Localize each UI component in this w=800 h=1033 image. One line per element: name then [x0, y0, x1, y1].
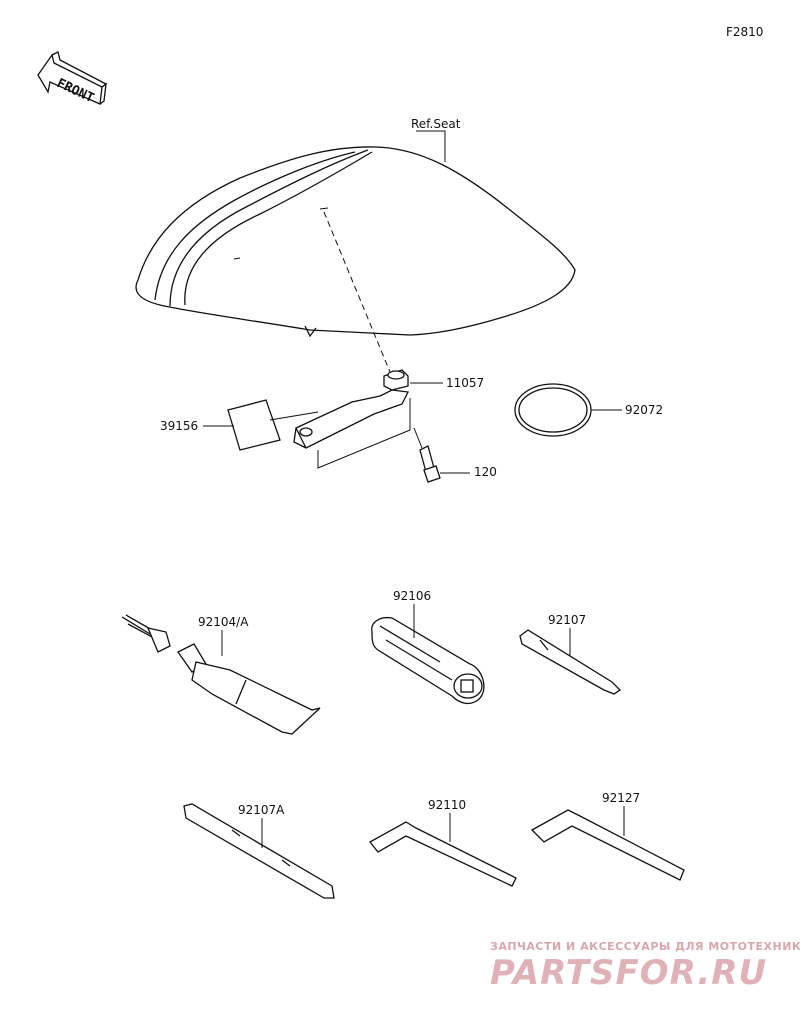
part-11057-label: 11057: [446, 376, 484, 390]
hex-key-small-part: [369, 821, 517, 887]
part-92127-label: 92127: [602, 791, 640, 805]
screwdriver-part: [519, 629, 622, 695]
seat-drawing: [135, 146, 576, 338]
screwdriver-a-part: [183, 803, 335, 899]
label-sticker-part: [227, 399, 281, 451]
part-92110-label: 92110: [428, 798, 466, 812]
repair-kit-part: [121, 614, 321, 735]
front-arrow-icon: FRONT: [37, 51, 108, 106]
bracket-part: [293, 369, 409, 449]
part-92104-label: 92104/A: [198, 615, 249, 629]
o-ring-part: [514, 383, 592, 437]
part-92106-label: 92106: [393, 589, 431, 603]
part-39156-label: 39156: [160, 419, 198, 433]
watermark-tagline: ЗАПЧАСТИ И АКСЕССУАРЫ ДЛЯ МОТОТЕХНИКИ: [490, 940, 800, 953]
hex-key-large-part: [530, 809, 685, 881]
part-92107-label: 92107: [548, 613, 586, 627]
handle-part: [371, 616, 485, 705]
part-92107a-label: 92107A: [238, 803, 285, 817]
ref-seat-label: Ref.Seat: [411, 117, 461, 131]
part-92072-label: 92072: [625, 403, 663, 417]
part-120-label: 120: [474, 465, 497, 479]
watermark-logo: PARTSFOR.RU: [490, 953, 767, 993]
bolt-part: [419, 445, 441, 483]
figure-code: F2810: [726, 25, 763, 39]
